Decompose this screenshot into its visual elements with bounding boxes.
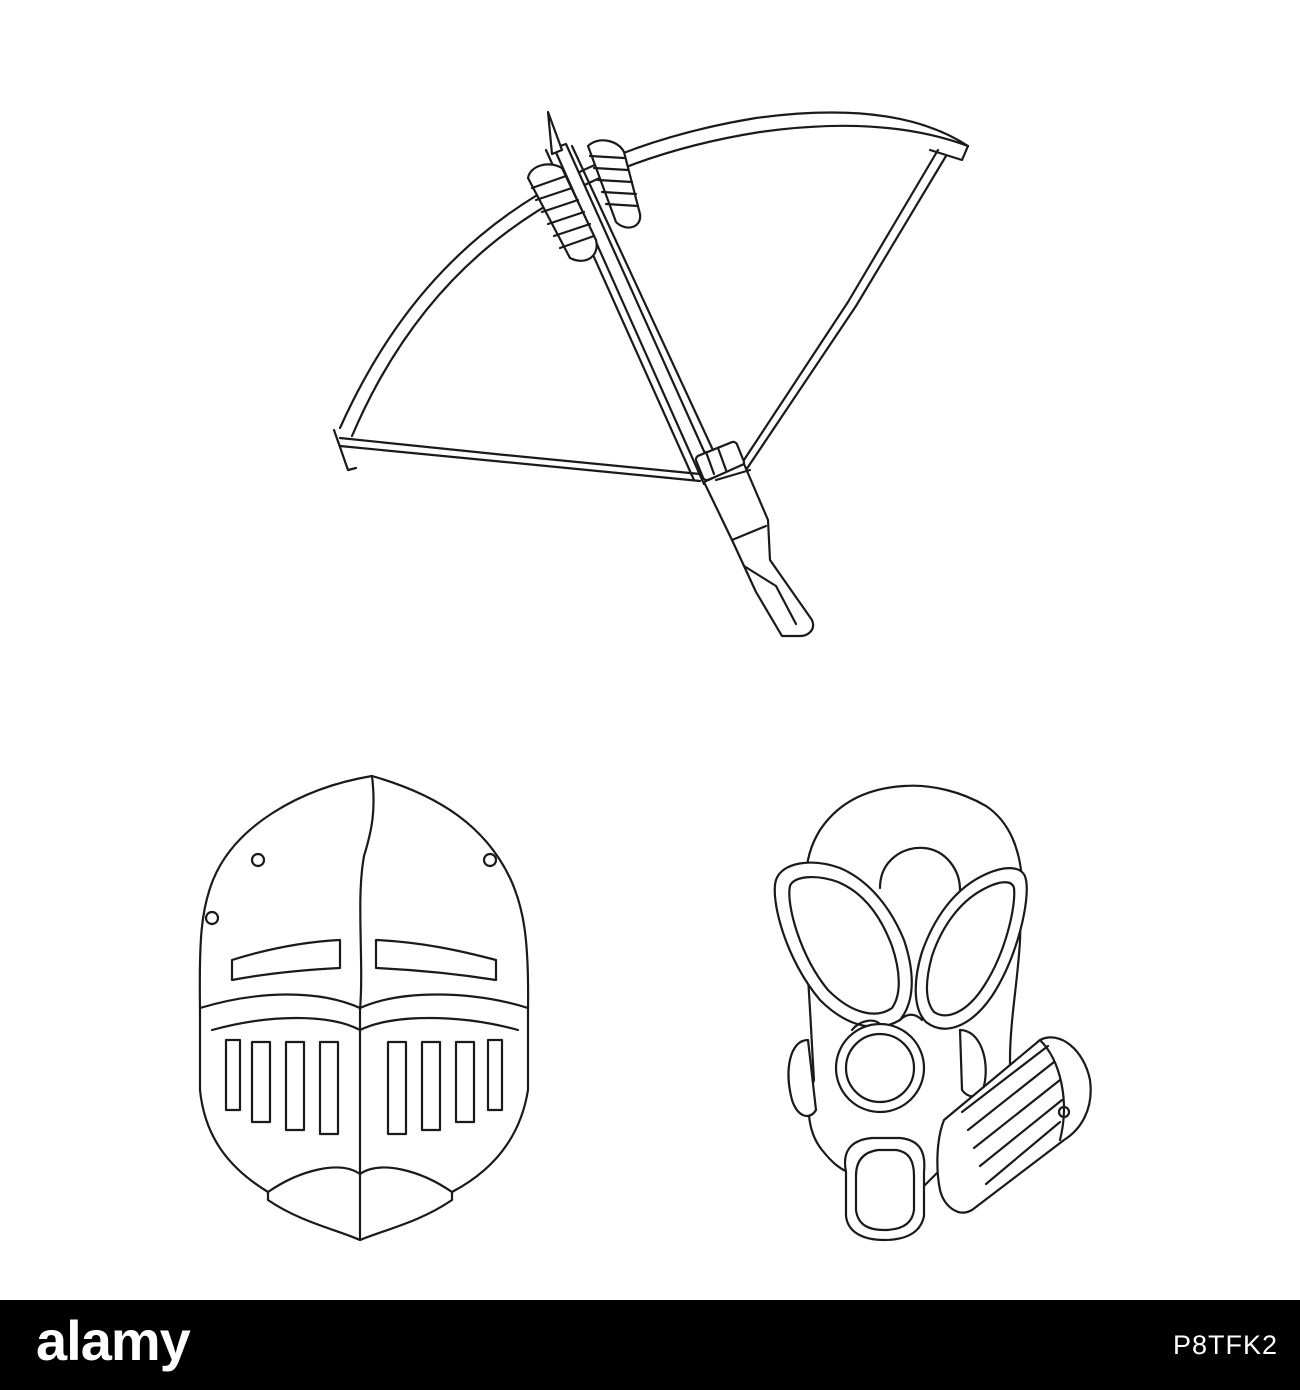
stock-id-label: P8TFK2 bbox=[1172, 1330, 1278, 1360]
alamy-logo[interactable]: alamy bbox=[36, 1312, 276, 1378]
crossbow-grip-right bbox=[586, 139, 642, 229]
gas-mask-icon bbox=[773, 784, 1092, 1242]
alamy-logo-text: alamy bbox=[36, 1312, 191, 1372]
crossbow-grip-left bbox=[526, 163, 598, 262]
illustration-canvas bbox=[198, 110, 1092, 1242]
crossbow-icon bbox=[332, 110, 970, 638]
knight-helmet-icon bbox=[198, 774, 530, 1242]
footer-bar: alamy P8TFK2 bbox=[0, 1300, 1300, 1390]
